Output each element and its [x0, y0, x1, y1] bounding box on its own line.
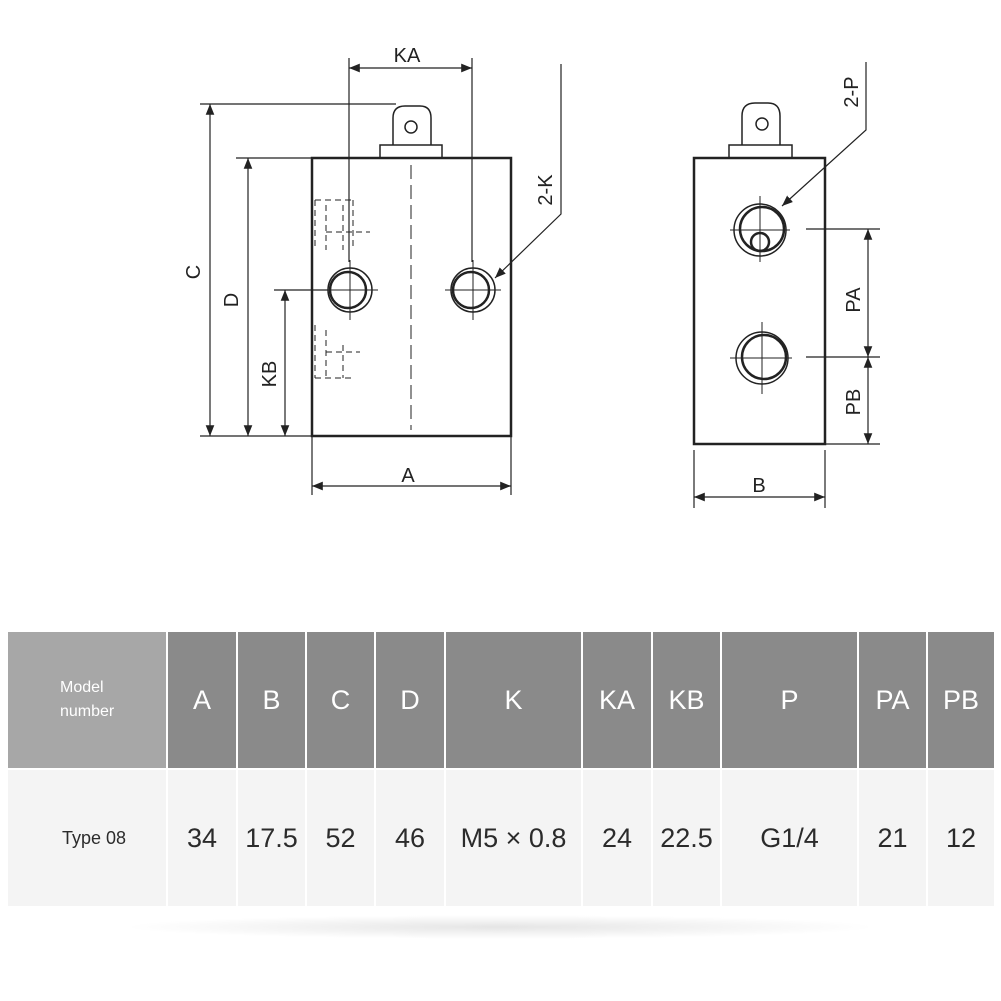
dim-label-c: C [183, 265, 205, 279]
side-view [692, 102, 827, 446]
cell-model: Type 08 [8, 768, 168, 906]
table-row: Type 08 34 17.5 52 46 M5 × 0.8 24 22.5 G… [8, 768, 994, 906]
dim-label-a: A [401, 465, 415, 487]
header-ka: KA [583, 632, 653, 768]
header-b: B [238, 632, 307, 768]
cell-pb: 12 [928, 768, 994, 906]
header-k: K [446, 632, 583, 768]
front-mount-base [379, 144, 443, 159]
cell-c: 52 [307, 768, 376, 906]
dim-label-kb: KB [259, 361, 281, 388]
side-plunger [741, 102, 781, 145]
cell-k: M5 × 0.8 [446, 768, 583, 906]
cell-b: 17.5 [238, 768, 307, 906]
spec-table: Model number A B C D K KA KB P PA PB Typ… [8, 632, 994, 906]
dim-label-pb: PB [843, 389, 865, 416]
header-pa: PA [859, 632, 928, 768]
header-a: A [168, 632, 238, 768]
table-header-row: Model number A B C D K KA KB P PA PB [8, 632, 994, 768]
header-label: Model number [60, 679, 115, 720]
dim-label-pa: PA [843, 287, 865, 313]
cell-a: 34 [168, 768, 238, 906]
dim-label-b: B [752, 475, 765, 497]
front-view [310, 105, 513, 438]
dim-label-d: D [221, 293, 243, 307]
header-d: D [376, 632, 446, 768]
table-shadow [120, 915, 880, 939]
header-c: C [307, 632, 376, 768]
front-plunger [392, 105, 432, 145]
cell-ka: 24 [583, 768, 653, 906]
cell-p: G1/4 [722, 768, 859, 906]
dim-label-2p: 2-P [841, 76, 863, 107]
cell-pa: 21 [859, 768, 928, 906]
cell-d: 46 [376, 768, 446, 906]
header-model-number: Model number [8, 632, 168, 768]
front-dimensions [200, 58, 562, 495]
side-mount-base [728, 144, 793, 159]
technical-drawing: KA C D KB A 2-K 2-P PA PB B [183, 45, 880, 508]
header-kb: KB [653, 632, 722, 768]
cell-kb: 22.5 [653, 768, 722, 906]
header-p: P [722, 632, 859, 768]
header-pb: PB [928, 632, 994, 768]
side-dimensions [693, 62, 880, 508]
dim-label-2k: 2-K [535, 174, 557, 206]
dim-label-ka: KA [394, 45, 421, 67]
